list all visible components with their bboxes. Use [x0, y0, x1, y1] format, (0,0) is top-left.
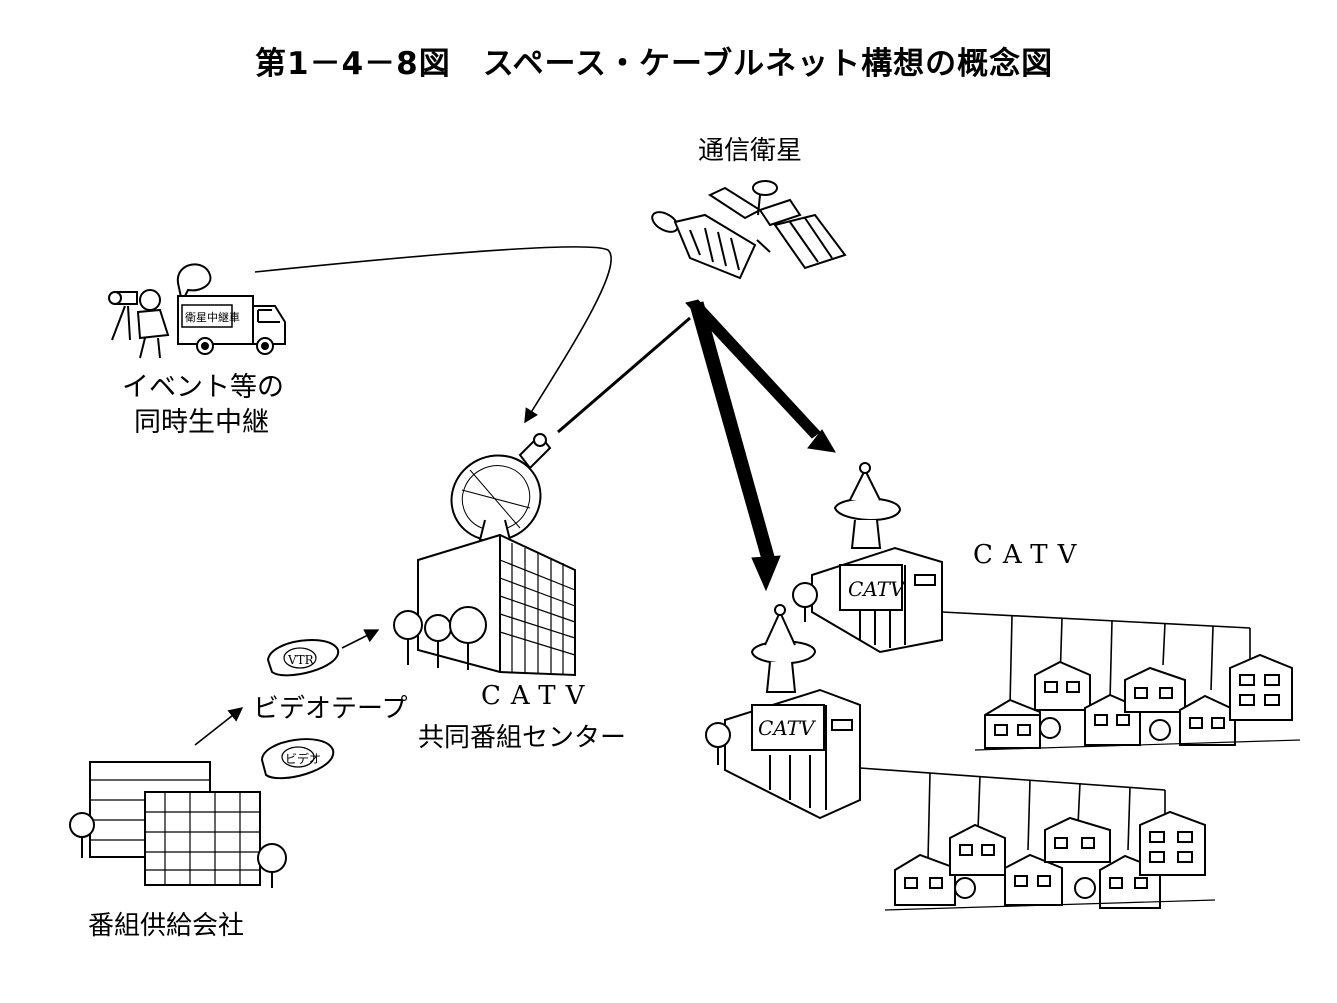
tape-label-2: ビデオ	[285, 751, 321, 766]
tape-label-1: VTR	[287, 653, 315, 667]
cable-lines-upper	[941, 611, 1251, 706]
catv-center-label-line2: 共同番組センター	[418, 723, 627, 753]
uplink-truck-icon: 衛星中継車	[176, 263, 286, 355]
satellite-label: 通信衛星	[698, 136, 803, 166]
catv-station-lower-icon: CATV	[705, 604, 861, 820]
house-cluster-upper-icon	[974, 653, 1301, 751]
program-supplier-label: 番組供給会社	[88, 911, 245, 941]
videotape-label: ビデオテープ	[253, 694, 408, 724]
catv-center-label-line1: CATV	[481, 681, 595, 711]
catv-sign-lower: CATV	[758, 716, 817, 740]
videotape-icons: VTR ビデオ	[260, 639, 340, 780]
event-label-line2: 同時生中継	[134, 407, 269, 438]
catv-station-upper-icon: CATV	[792, 462, 943, 654]
figure-title: 第1－4－8図 スペース・ケーブルネット構想の概念図	[255, 46, 1054, 82]
program-supplier-building-icon	[69, 761, 287, 888]
satellite-downlink-arrows	[685, 299, 836, 592]
downlink-center-line	[557, 316, 691, 434]
catv-station-label: CATV	[973, 540, 1087, 570]
catv-sign-upper: CATV	[848, 577, 907, 601]
event-label-line1: イベント等の	[122, 372, 284, 403]
catv-center-building-icon	[393, 433, 576, 677]
house-cluster-lower-icon	[884, 810, 1216, 911]
truck-sign-text: 衛星中継車	[185, 310, 240, 324]
supplier-to-tape-arrow	[194, 707, 244, 746]
camera-operator-icon	[108, 289, 170, 359]
satellite-icon	[651, 180, 847, 280]
cable-lines-lower	[859, 767, 1166, 861]
tape-to-center-arrow	[341, 629, 380, 649]
uplink-arrow	[254, 245, 612, 424]
